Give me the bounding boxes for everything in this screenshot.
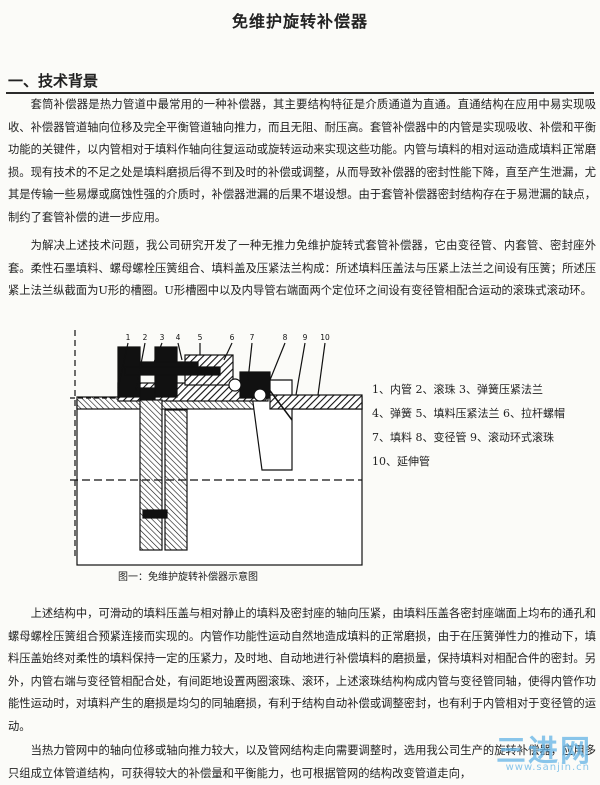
part-number-6: 6 [230,333,235,342]
legend-line: 10、延伸管 [372,455,430,468]
legend-line: 1、内管 2、滚珠 3、弹簧压紧法兰 [372,383,543,396]
part-number-9: 9 [303,333,308,342]
paragraph-3: 上述结构中，可滑动的填料压盖与相对静止的填料及密封座的轴向压紧，由填料压盖各密封… [8,607,596,733]
inner-pipe [76,399,363,566]
part-number-2: 2 [143,333,148,342]
watermark-url: www.sanjin.cn [505,762,590,773]
paragraph-4: 当热力管网中的轴向位移或轴向推力较大，以及管网结构走向需要调整时，选用我公司生产… [8,744,596,780]
watermark-logo-text: 三进网 [496,734,592,769]
lower-flange-2 [164,409,188,551]
compensator-diagram: 1 2 3 4 5 6 7 8 9 10 [70,330,363,566]
site-watermark: 三进网 www.sanjin.cn [458,726,598,780]
section-rule [6,92,594,94]
paragraph-1: 套筒补偿器是热力管道中最常用的一种补偿器，其主要结构特征是介质通道为直通。直通结… [8,98,596,224]
page-title: 免维护旋转补偿器 [231,12,368,31]
part-number-5: 5 [198,333,203,342]
part-number-8: 8 [283,333,288,342]
part-number-7: 7 [250,333,255,342]
lower-flange-1 [139,399,163,551]
packing-seal [139,387,156,401]
legend-line: 4、弹簧 5、填料压紧法兰 6、拉杆螺帽 [372,407,565,420]
section-heading: 一、技术背景 [8,72,99,90]
figure-caption: 图一：免维护旋转补偿器示意图 [118,572,258,583]
paragraph-2: 为解决上述技术问题，我公司研究开发了一种无推力免维护旋转式套管补偿器，它由变径管… [8,239,596,297]
figure-legend: 1、内管 2、滚珠 3、弹簧压紧法兰 4、弹簧 5、填料压紧法兰 6、拉杆螺帽 … [372,378,582,474]
part-number-4: 4 [176,333,181,342]
extension-pipe [269,394,363,410]
part-number-3: 3 [160,333,165,342]
ball-bearing [253,388,267,402]
part-number-10: 10 [320,333,330,342]
part-number-1: 1 [126,333,131,342]
legend-line: 7、填料 8、变径管 9、滚动环式滚珠 [372,431,554,444]
